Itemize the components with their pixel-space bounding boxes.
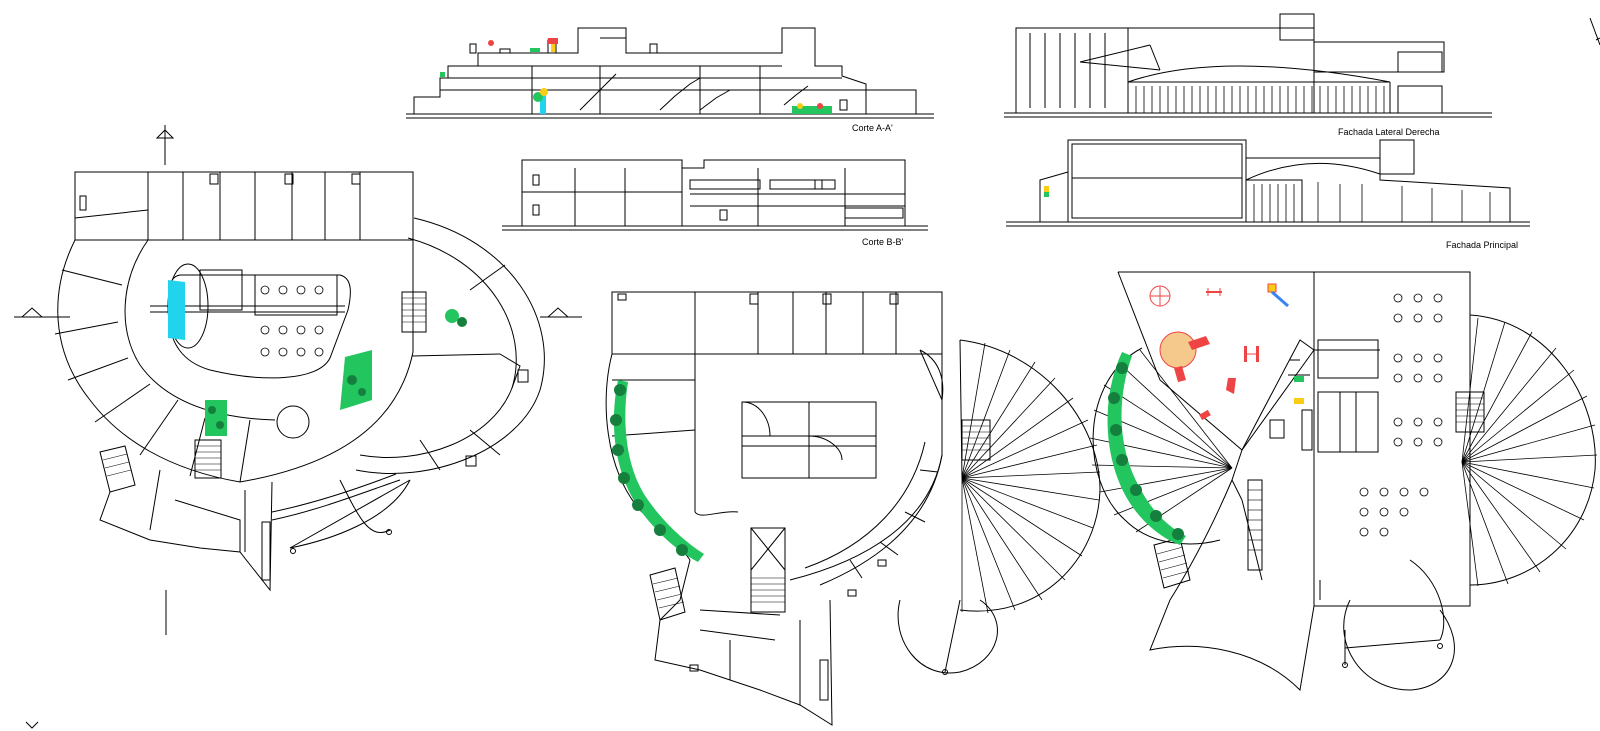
chevron-down-icon [26, 722, 38, 728]
fachada-lateral-drawing [1004, 14, 1600, 117]
plan2-vegetation [610, 380, 704, 562]
section-mark-top [157, 125, 173, 165]
plan3-vegetation [1107, 352, 1186, 545]
section-a-drawing [406, 28, 934, 118]
playground-equipment [1150, 284, 1304, 421]
floor-plan-2 [606, 292, 1100, 725]
label-corte-a: Corte A-A' [852, 123, 893, 133]
floor-plan-1 [14, 125, 582, 635]
floor-plan-3 [1090, 272, 1597, 690]
fachada-principal-drawing [1006, 140, 1530, 226]
section-b-drawing [502, 160, 928, 230]
plan3-tables [1360, 294, 1442, 536]
label-fachada-lateral: Fachada Lateral Derecha [1338, 127, 1440, 137]
section-mark-left [14, 308, 70, 317]
section-mark-right [540, 308, 582, 317]
plan1-tables [261, 286, 323, 356]
plan1-vegetation [168, 280, 467, 436]
label-fachada-principal: Fachada Principal [1446, 240, 1519, 250]
section-a-playground-props [440, 38, 832, 114]
label-corte-b: Corte B-B' [862, 237, 904, 247]
